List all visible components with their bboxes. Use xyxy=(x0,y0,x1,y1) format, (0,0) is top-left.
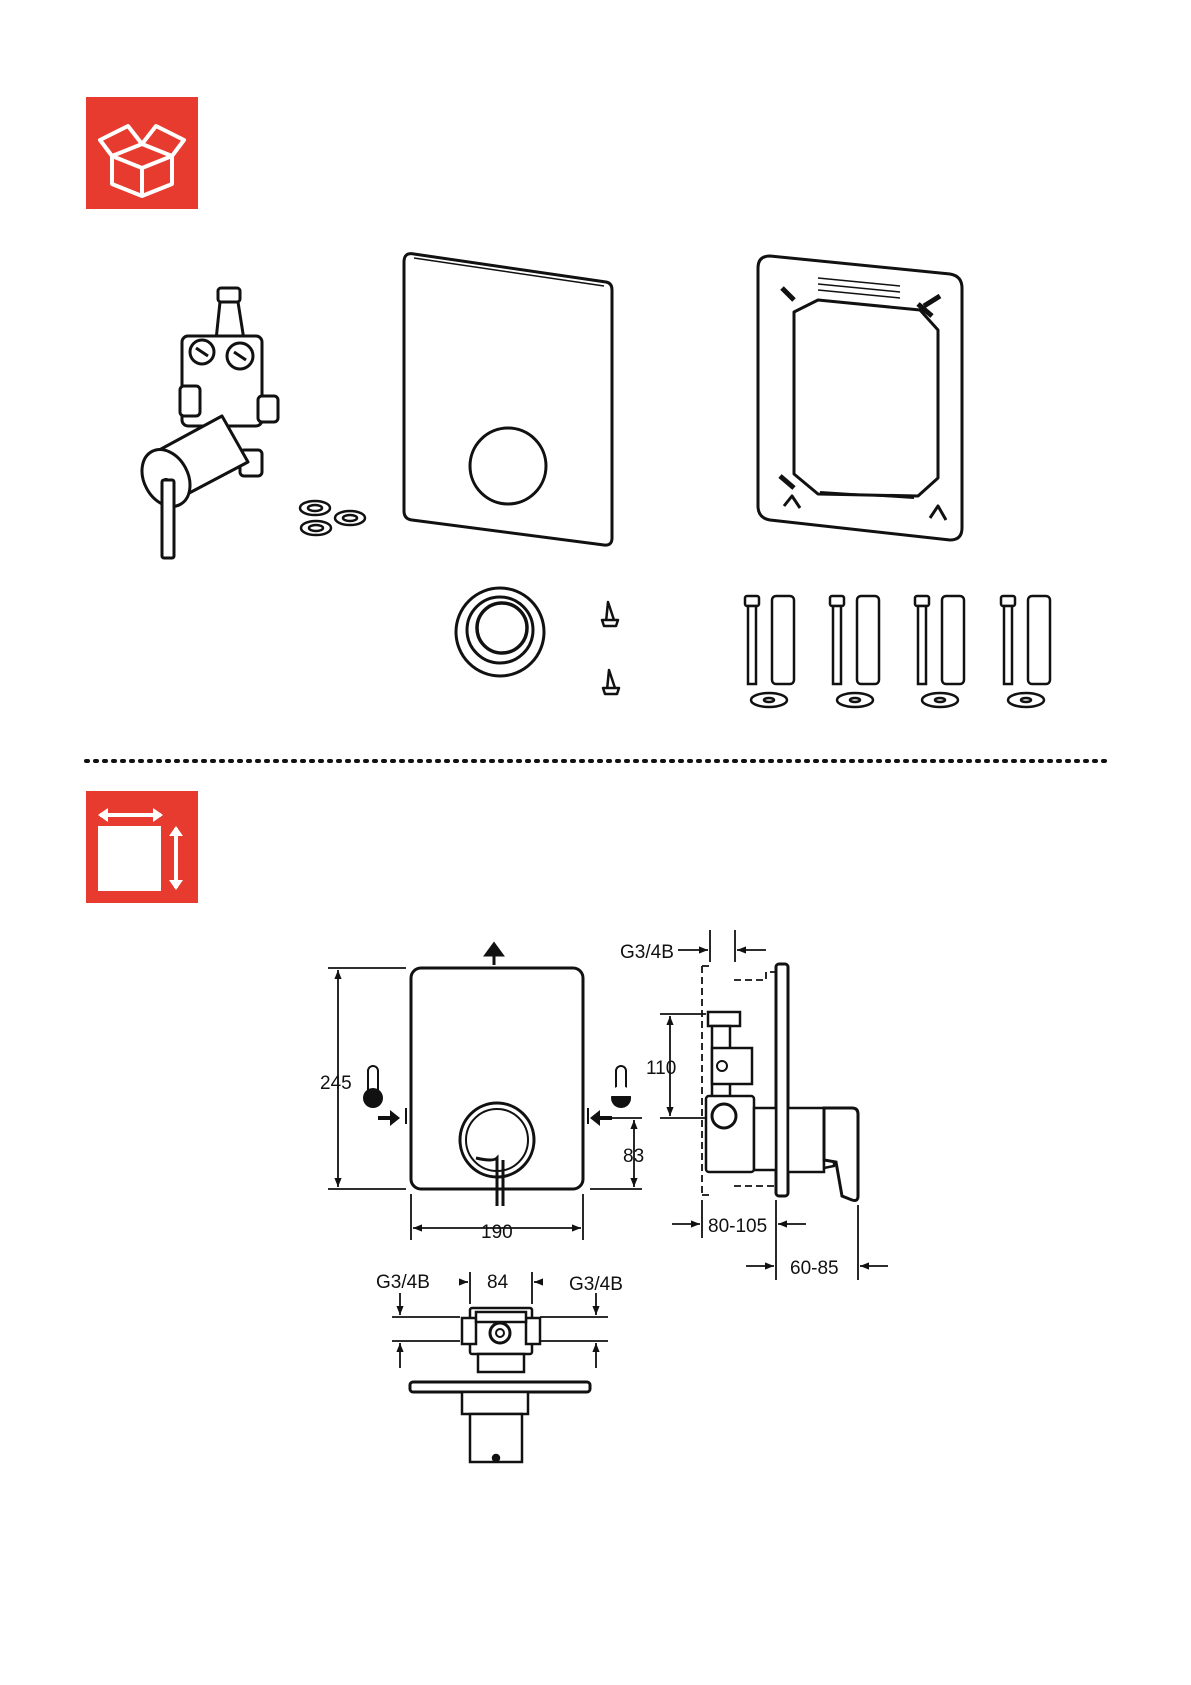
side-view-drawing xyxy=(702,964,858,1201)
contents-section xyxy=(86,97,1050,707)
dimension-width-190: 190 xyxy=(481,1222,513,1243)
dimensions-section: 245 190 83 xyxy=(86,791,888,1462)
cover-plate-drawing xyxy=(404,254,612,545)
dimension-width-84: 84 xyxy=(487,1272,509,1293)
thread-label-right: G3/4B xyxy=(569,1274,623,1295)
dimension-inlet-110: 110 xyxy=(646,1058,676,1079)
side-view-dimension-lines xyxy=(660,930,888,1280)
thread-label-left: G3/4B xyxy=(376,1272,430,1293)
front-view-drawing xyxy=(363,944,631,1206)
dimension-outlet-83: 83 xyxy=(623,1146,644,1167)
bolt-sets-drawing xyxy=(745,596,1050,707)
dimensions-icon xyxy=(86,791,198,903)
washers-drawing xyxy=(300,501,365,535)
dimension-range-80-105: 80-105 xyxy=(708,1216,767,1237)
mounting-frame-drawing xyxy=(758,256,962,540)
thread-label-side: G3/4B xyxy=(620,942,674,963)
screws-drawing xyxy=(602,602,619,694)
mixing-valve-body-drawing xyxy=(132,288,278,558)
dimension-height-245: 245 xyxy=(320,1073,352,1094)
rosette-drawing xyxy=(456,588,544,676)
open-box-icon xyxy=(86,97,198,209)
dimension-range-60-85: 60-85 xyxy=(790,1258,839,1279)
top-view-drawing xyxy=(410,1308,590,1462)
